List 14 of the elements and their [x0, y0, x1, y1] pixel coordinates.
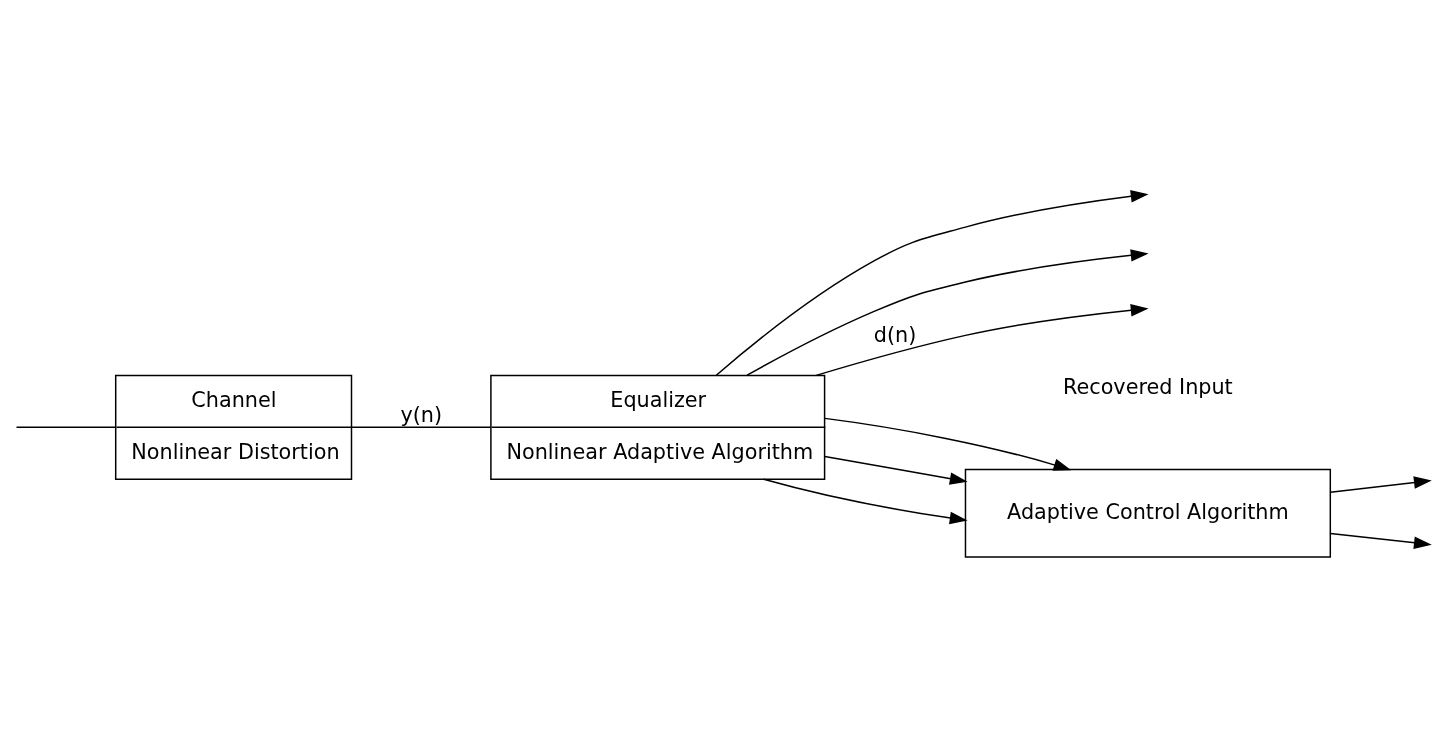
label: Recovered Input — [1063, 375, 1233, 400]
arrow — [1329, 532, 1432, 549]
arrow — [715, 190, 1149, 376]
arrow — [824, 455, 968, 485]
arrow — [824, 417, 1072, 471]
arrow — [815, 304, 1149, 377]
arrow — [1329, 476, 1432, 493]
edge-label: y(n) — [400, 402, 443, 427]
edge-label: d(n) — [873, 322, 917, 347]
connector — [351, 426, 492, 429]
arrow — [746, 249, 1149, 376]
connector — [15, 426, 117, 429]
node-box: Adaptive Control Algorithm — [964, 468, 1332, 558]
arrow — [763, 478, 968, 525]
